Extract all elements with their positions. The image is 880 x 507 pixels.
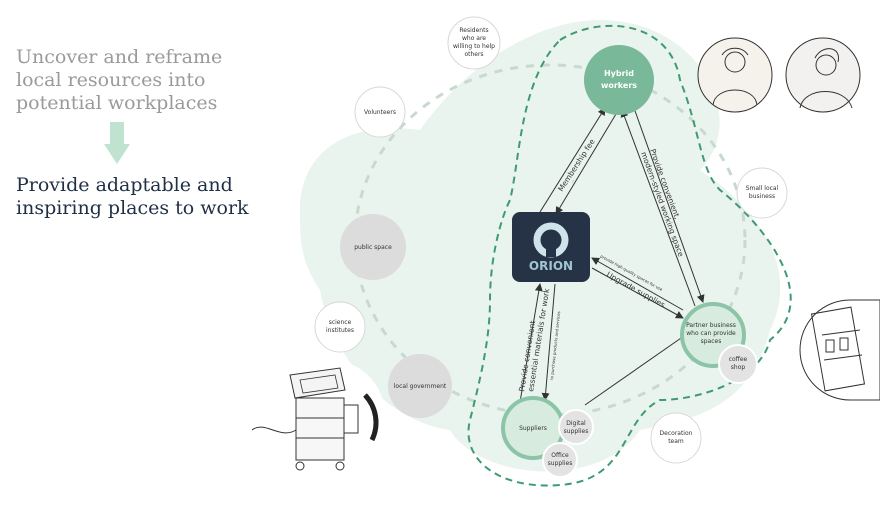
edge-upgrade-supplies-2 (591, 257, 684, 311)
edge-provide-materials (519, 283, 543, 403)
label-membership-fee-sub: ... (569, 178, 575, 184)
headline-uncover: Uncover and reframe local resources into… (16, 46, 276, 115)
headline-uncover-line: Uncover and reframe (16, 46, 223, 68)
orion-logo-text: ORION (529, 259, 573, 273)
headline-provide-line: Provide adaptable and (16, 174, 233, 196)
core-boundary (467, 24, 792, 487)
node-local-government: local government (388, 354, 452, 418)
svg-text:public space: public space (354, 244, 392, 251)
headline-provide: Provide adaptable and inspiring places t… (16, 174, 276, 220)
headline-uncover-line: potential workplaces (16, 92, 218, 114)
down-arrow-icon (104, 122, 130, 164)
edge-provide-workspace-2 (633, 107, 705, 303)
headline-provide-line: inspiring places to work (16, 197, 249, 219)
svg-text:Volunteers: Volunteers (364, 109, 396, 116)
edge-upgrade-supplies (591, 267, 684, 319)
edge-membership-fee-return (555, 113, 617, 215)
sketch-shop-window-illustration (799, 299, 880, 401)
sketch-people-illustration (697, 37, 861, 113)
orion-logo: ORION (512, 212, 590, 282)
svg-text:Suppliers: Suppliers (519, 425, 547, 432)
edge-provide-materials-2 (541, 283, 556, 401)
edge-provide-workspace (620, 109, 696, 307)
edge-membership-fee (539, 107, 606, 213)
svg-text:local government: local government (394, 383, 447, 390)
sketch-kiosk-illustration (250, 360, 385, 471)
headline-uncover-line: local resources into (16, 69, 206, 91)
edge-suppliers-partner (584, 335, 685, 406)
node-public-space: public space (340, 214, 406, 280)
node-volunteers: Volunteers (354, 86, 406, 138)
